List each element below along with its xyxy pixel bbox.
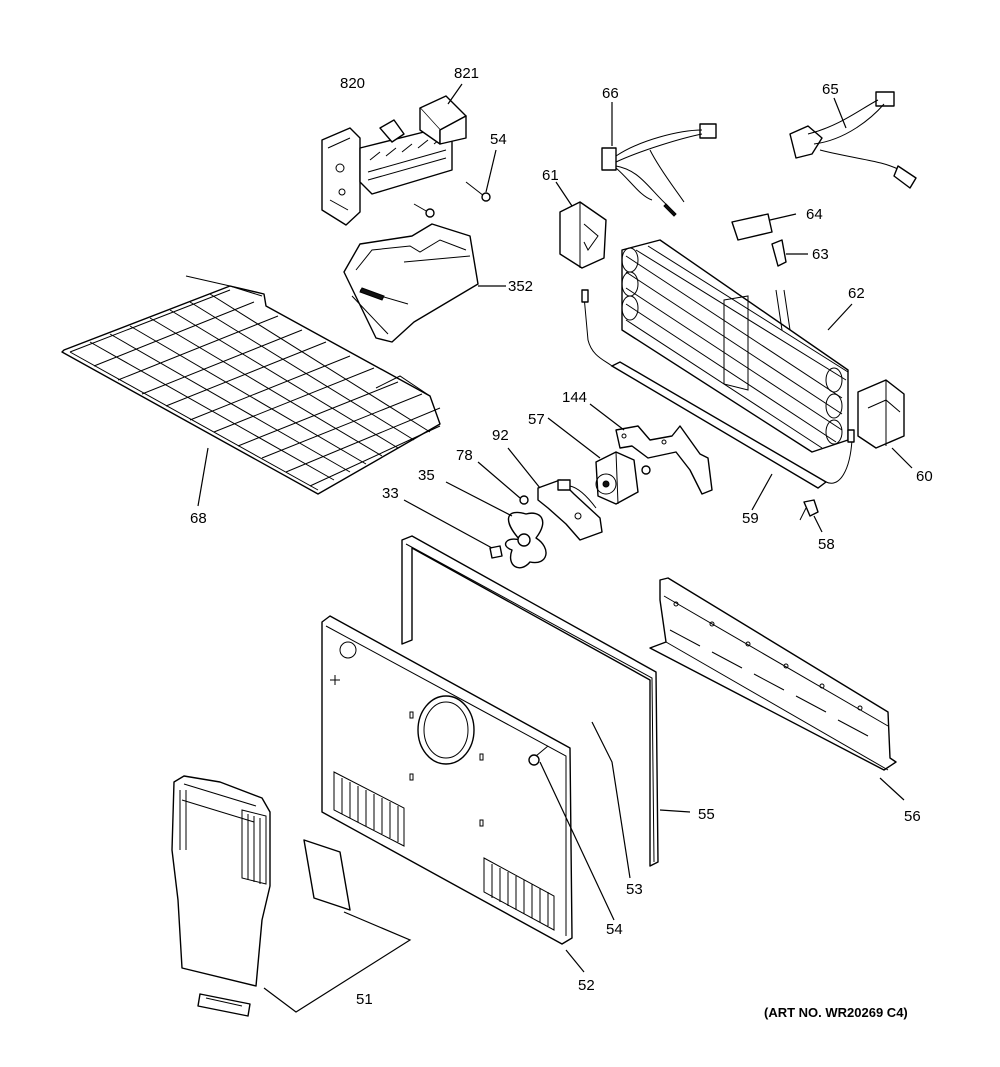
callout-92: 92 [492,427,509,444]
wire-shelf-68 [61,275,441,507]
gasket-55 [401,535,691,867]
callout-65: 65 [822,81,839,98]
callout-68: 68 [190,510,207,527]
part-60 [857,379,913,469]
callout-35: 35 [418,467,435,484]
bracket-821 [419,83,467,145]
callout-820: 820 [340,75,365,92]
callout-57: 57 [528,411,545,428]
wire-harness-66 [601,102,717,217]
callout-33: 33 [382,485,399,502]
back-panel-52 [321,615,585,973]
part-64 [731,213,797,241]
callout-62: 62 [848,285,865,302]
fan-motor-57 [547,417,651,505]
part-63 [771,239,808,267]
clip-58 [799,499,823,533]
motor-bracket-92 [507,447,603,541]
screw-54-lower [528,745,615,921]
callout-60: 60 [916,468,933,485]
channel-56 [649,577,905,801]
evaporator-62 [621,239,853,453]
callout-55: 55 [698,806,715,823]
callout-53: 53 [626,881,643,898]
bracket-144 [589,403,713,495]
callout-61: 61 [542,167,559,184]
callout-52: 52 [578,977,595,994]
part-53 [591,721,631,879]
callout-352: 352 [508,278,533,295]
nut-78 [477,461,529,505]
callout-54-upper: 54 [490,131,507,148]
callout-58: 58 [818,536,835,553]
screw-54-upper [413,149,497,218]
duct-cover-51 [171,775,412,1017]
callout-59: 59 [742,510,759,527]
defrost-heater-59 [581,289,855,511]
ice-maker-820 [321,119,453,226]
callout-66: 66 [602,85,619,102]
callout-64: 64 [806,206,823,223]
callout-821: 821 [454,65,479,82]
fan-blade-35 [445,481,547,569]
callout-63: 63 [812,246,829,263]
part-33 [403,499,503,559]
callout-51: 51 [356,991,373,1008]
ice-bucket-352 [343,223,506,343]
callout-56: 56 [904,808,921,825]
part-61 [555,181,607,269]
callout-144: 144 [562,389,587,406]
harness-65 [789,91,917,189]
art-number: (ART NO. WR20269 C4) [764,1005,908,1020]
callout-54-lower: 54 [606,921,623,938]
callout-78: 78 [456,447,473,464]
